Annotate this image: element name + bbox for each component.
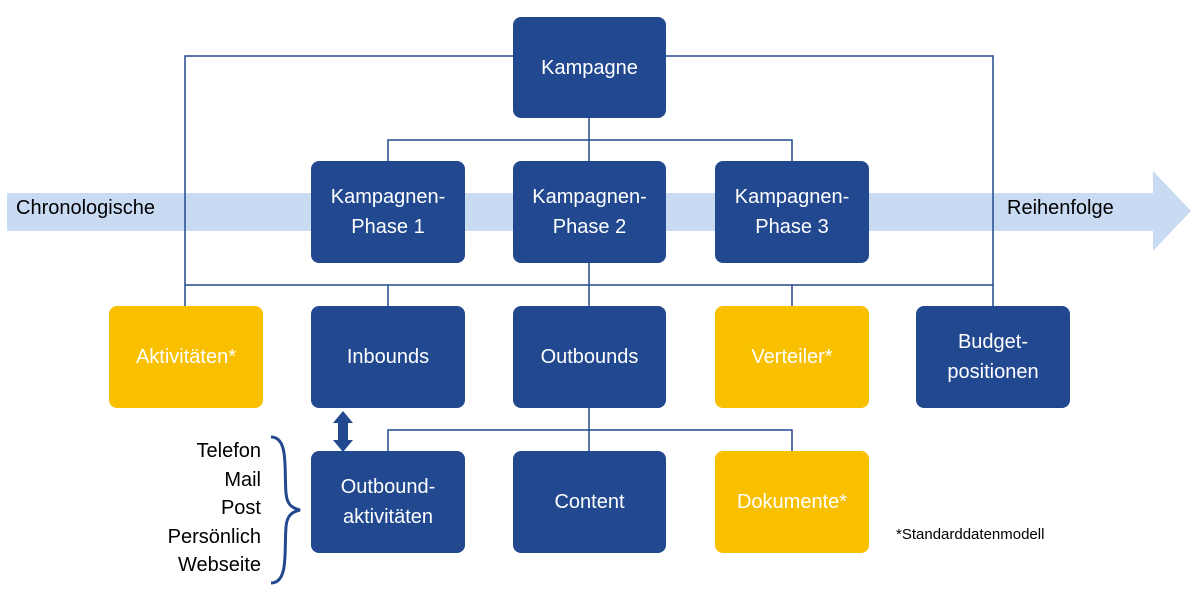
node-phase-1-line-1: Kampagnen- — [330, 186, 446, 208]
node-content: Content — [513, 451, 666, 553]
node-phase-3-line-2: Phase 3 — [755, 216, 829, 238]
footnote: *Standarddatenmodell — [896, 526, 1045, 543]
double-arrow-icon — [333, 411, 353, 452]
node-phase-3-line-1: Kampagnen- — [734, 186, 850, 208]
node-inbounds: Inbounds — [311, 306, 465, 408]
node-outboundaktivitaeten-line-1: Outbound- — [340, 476, 436, 498]
node-phase-3: Kampagnen- Phase 3 — [715, 161, 869, 263]
channel-item: Persönlich — [167, 525, 261, 548]
channel-item: Post — [220, 497, 261, 519]
node-phase-2-line-1: Kampagnen- — [532, 186, 647, 208]
node-kampagne: Kampagne — [513, 17, 666, 118]
curly-brace-icon — [270, 435, 301, 585]
node-outbounds: Outbounds — [513, 306, 666, 408]
timeline-right-label: Reihenfolge — [1007, 197, 1114, 219]
node-outboundaktivitaeten-line-2: aktivitäten — [342, 506, 434, 528]
channel-item: Webseite — [177, 554, 261, 576]
node-budget-line-1: Budget- — [957, 331, 1029, 353]
node-budgetpositionen: Budget-positionen — [916, 306, 1070, 408]
channel-item: Telefon — [196, 440, 262, 462]
node-phase-2-line-2: Phase 2 — [552, 216, 627, 238]
timeline-left-label: Chronologische — [16, 197, 155, 219]
channel-item: Mail — [224, 468, 261, 491]
connector-lines — [184, 55, 994, 451]
node-dokumente: Dokumente* — [715, 451, 869, 553]
node-phase-2: Kampagnen- Phase 2 — [513, 161, 666, 263]
node-budget-line-2: positionen — [947, 361, 1039, 383]
node-verteiler: Verteiler* — [715, 306, 869, 408]
node-outboundaktivitaeten: Outbound-aktivitäten — [311, 451, 465, 553]
node-phase-1: Kampagnen- Phase 1 — [311, 161, 465, 263]
node-phase-1-line-2: Phase 1 — [351, 216, 425, 238]
node-aktivitaeten: Aktivitäten* — [109, 306, 263, 408]
channel-list: Telefon Mail Post Persönlich Webseite — [168, 437, 261, 580]
